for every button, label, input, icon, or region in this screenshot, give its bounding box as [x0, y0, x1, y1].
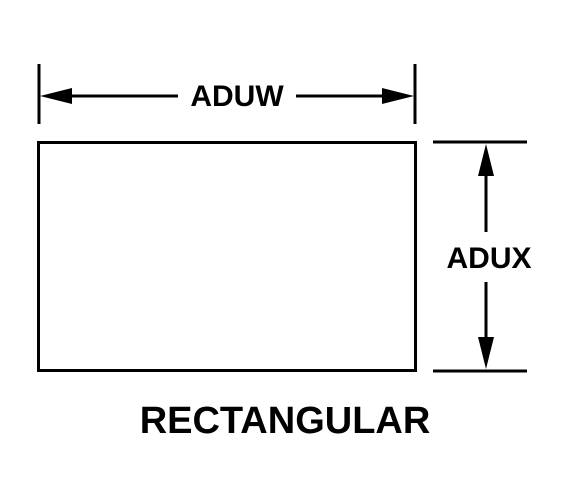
- width-arrow-right-icon: [382, 88, 414, 104]
- width-arrow-left-icon: [40, 88, 72, 104]
- shape-name-label: RECTANGULAR: [140, 400, 431, 442]
- rectangle-shape: [37, 141, 417, 372]
- height-label: ADUX: [446, 242, 531, 275]
- height-arrow-top-icon: [478, 144, 494, 176]
- width-label: ADUW: [190, 80, 284, 113]
- height-arrow-bottom-icon: [478, 337, 494, 369]
